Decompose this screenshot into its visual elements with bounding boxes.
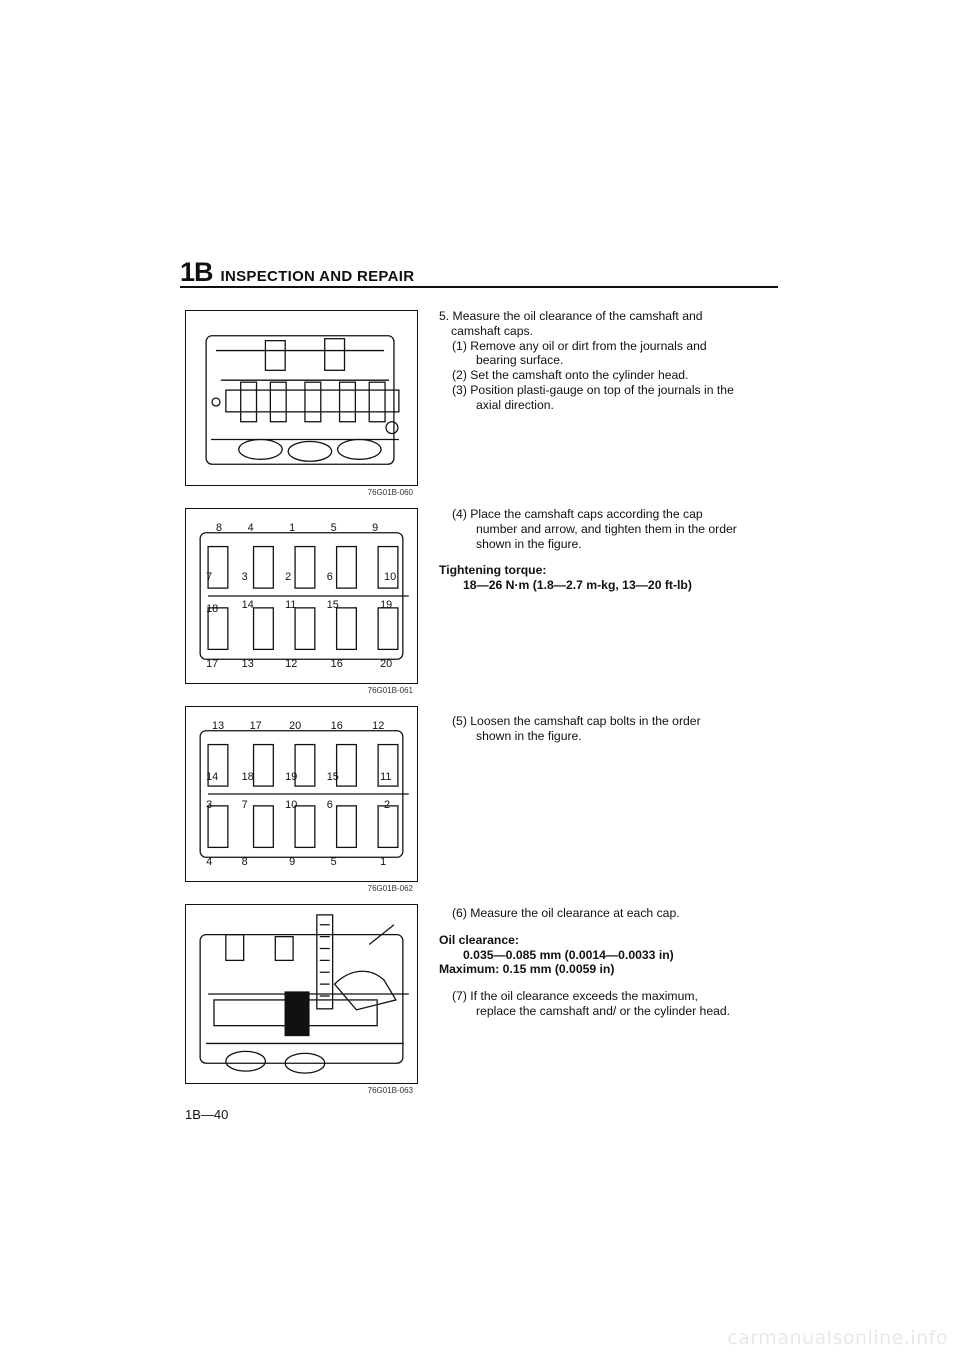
- bolt-number: 2: [384, 799, 390, 811]
- bolt-number: 5: [331, 856, 337, 868]
- bolt-number: 12: [285, 658, 297, 670]
- bolt-number: 3: [242, 571, 248, 583]
- step-5-2: (2) Set the camshaft onto the cylinder h…: [452, 368, 689, 383]
- figure-id: 76G01B-061: [367, 686, 413, 695]
- bolt-number: 1: [289, 522, 295, 534]
- bolt-number: 4: [248, 522, 254, 534]
- step-5-3: (3) Position plasti-gauge on top of the …: [452, 382, 734, 412]
- bolt-number: 16: [331, 658, 343, 670]
- step-5-4: (4) Place the camshaft caps according th…: [452, 507, 737, 551]
- bolt-number: 4: [206, 856, 212, 868]
- clearance-label: Oil clearance:: [439, 932, 519, 947]
- step-5-5: (5) Loosen the camshaft cap bolts in the…: [452, 714, 701, 743]
- clearance-maximum: Maximum: 0.15 mm (0.0059 in): [439, 962, 615, 977]
- bolt-number: 16: [331, 720, 343, 732]
- figure-tightening-order: 8 4 1 5 9 7 3 2 6 10 18 14 11 15 19 17 1…: [185, 508, 418, 695]
- bolt-number: 18: [206, 603, 218, 615]
- bolt-number: 11: [285, 599, 296, 611]
- bolt-number: 7: [242, 799, 248, 811]
- section-code: 1B: [180, 257, 214, 287]
- step-5-7: (7) If the oil clearance exceeds the max…: [452, 989, 731, 1018]
- bolt-number: 11: [380, 771, 391, 783]
- torque-value: 18—26 N·m (1.8—2.7 m-kg, 13—20 ft-lb): [463, 578, 692, 593]
- torque-label: Tightening torque:: [439, 563, 547, 578]
- bolt-number: 8: [216, 522, 222, 534]
- bolt-number: 19: [285, 771, 297, 783]
- bolt-number: 20: [289, 720, 301, 732]
- bolt-number: 13: [212, 720, 224, 732]
- bolt-number: 15: [327, 599, 339, 611]
- section-title: INSPECTION AND REPAIR: [220, 268, 415, 285]
- bolt-number: 12: [372, 720, 384, 732]
- bolt-number: 18: [242, 771, 254, 783]
- bolt-number: 10: [384, 571, 396, 583]
- figure-camshaft-on-head: 76G01B-060: [185, 310, 418, 497]
- bolt-number: 2: [285, 571, 291, 583]
- bolt-number: 6: [327, 571, 333, 583]
- bolt-number: 14: [206, 771, 218, 783]
- bolt-number: 5: [331, 522, 337, 534]
- bolt-number: 17: [206, 658, 218, 670]
- page-number: 1B—40: [185, 1107, 229, 1122]
- step-5-1: (1) Remove any oil or dirt from the jour…: [452, 338, 707, 368]
- step-5-5-block: (5) Loosen the camshaft cap bolts in the…: [439, 714, 739, 744]
- bolt-number: 14: [242, 599, 254, 611]
- step-5: 5. Measure the oil clearance of the cams…: [439, 309, 703, 338]
- bolt-number: 8: [242, 856, 248, 868]
- figure-loosening-order: 13 17 20 16 12 14 18 19 15 11 3 7 10 6 2…: [185, 706, 418, 893]
- step-5-block: 5. Measure the oil clearance of the cams…: [439, 309, 739, 413]
- bolt-number: 6: [327, 799, 333, 811]
- figure-id: 76G01B-062: [367, 884, 413, 893]
- bolt-number: 3: [206, 799, 212, 811]
- bolt-number: 13: [242, 658, 254, 670]
- clearance-value: 0.035—0.085 mm (0.0014—0.0033 in): [463, 947, 674, 962]
- bolt-number: 9: [372, 522, 378, 534]
- step-5-6-block: (6) Measure the oil clearance at each ca…: [439, 906, 739, 1019]
- figure-plastigauge-measure: 76G01B-063: [185, 904, 418, 1095]
- figure-id: 76G01B-063: [367, 1086, 413, 1095]
- bolt-number: 7: [206, 571, 212, 583]
- bolt-number: 1: [380, 856, 386, 868]
- bolt-number: 15: [327, 771, 339, 783]
- bolt-number: 19: [380, 599, 392, 611]
- bolt-number: 20: [380, 658, 392, 670]
- section-header: 1B INSPECTION AND REPAIR: [180, 257, 414, 288]
- bolt-number: 9: [289, 856, 295, 868]
- header-rule: [180, 286, 778, 288]
- step-5-6: (6) Measure the oil clearance at each ca…: [452, 906, 680, 920]
- bolt-number: 10: [285, 799, 297, 811]
- step-5-4-block: (4) Place the camshaft caps according th…: [439, 507, 739, 593]
- watermark: carmanualsonline.info: [727, 1327, 948, 1349]
- bolt-number: 17: [250, 720, 262, 732]
- figure-id: 76G01B-060: [367, 488, 413, 497]
